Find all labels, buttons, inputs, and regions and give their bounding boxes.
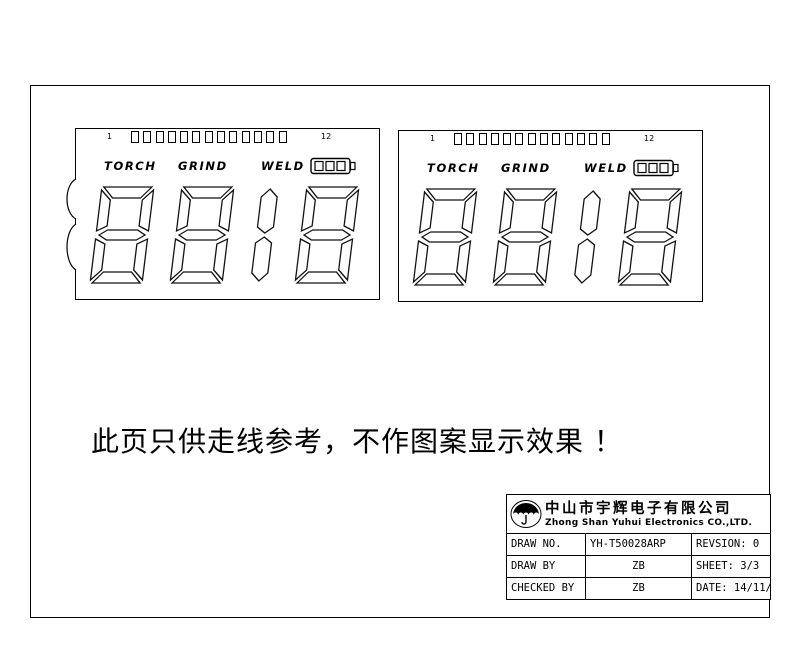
draw-no-label: DRAW NO. (507, 533, 585, 555)
pin-tick-marks (454, 133, 610, 145)
torch-label: TORCH (104, 159, 157, 173)
date-value: DATE: 14/11/2020 (691, 577, 770, 599)
title-block: 中山市宇辉电子有限公司 Zhong Shan Yuhui Electronics… (506, 494, 771, 600)
revision-value: REVSION: 0 (691, 533, 770, 555)
lcd-labels-row: TORCH GRIND WELD (399, 159, 702, 177)
pin-tick-marks (131, 131, 287, 143)
title-block-table: DRAW NO. YH-T50028ARP REVSION: 0 DRAW BY… (507, 533, 770, 599)
company-logo-umbrella-icon (510, 500, 542, 528)
seven-segment-digits (412, 187, 699, 287)
company-name: 中山市宇辉电子有限公司 Zhong Shan Yuhui Electronics… (545, 500, 767, 529)
pin-number-last: 12 (644, 134, 655, 143)
draw-by-label: DRAW BY (507, 555, 585, 577)
pin-number-first: 1 (107, 132, 113, 141)
drawing-frame-border: 1 12 TORCH GRIND WELD 1 12 TORCH (30, 85, 771, 618)
reference-note: 此页只供走线参考，不作图案显示效果 ！ (91, 425, 623, 458)
torch-label: TORCH (427, 161, 480, 175)
lcd-panel-right: 1 12 TORCH GRIND WELD (398, 130, 703, 302)
seven-segment-digit (89, 185, 155, 285)
seven-segment-digits (89, 185, 376, 285)
seven-segment-digit (412, 187, 478, 287)
lcd-panel-left: 1 12 TORCH GRIND WELD (66, 128, 380, 300)
weld-label: WELD (584, 161, 628, 175)
seven-segment-digit (617, 187, 683, 287)
grind-label: GRIND (501, 161, 551, 175)
seven-segment-digit (492, 187, 558, 287)
seven-segment-digit (574, 187, 601, 287)
seven-segment-digit (169, 185, 235, 285)
panel-edge-tab-top-icon (66, 178, 77, 220)
pin-number-last: 12 (321, 132, 332, 141)
company-name-chinese: 中山市宇辉电子有限公司 (545, 500, 732, 517)
checked-by-value: ZB (585, 577, 691, 599)
battery-icon (310, 157, 356, 179)
draw-by-value: ZB (585, 555, 691, 577)
draw-no-value: YH-T50028ARP (585, 533, 691, 555)
grind-label: GRIND (178, 159, 228, 173)
checked-by-label: CHECKED BY (507, 577, 585, 599)
sheet-value: SHEET: 3/3 (691, 555, 770, 577)
battery-icon (633, 159, 679, 181)
panel-edge-tab-bottom-icon (66, 223, 77, 271)
weld-label: WELD (261, 159, 305, 173)
seven-segment-digit (294, 185, 360, 285)
seven-segment-digit (251, 185, 278, 285)
lcd-labels-row: TORCH GRIND WELD (76, 157, 379, 175)
company-name-english: Zhong Shan Yuhui Electronics CO.,LTD. (545, 517, 753, 528)
title-block-header: 中山市宇辉电子有限公司 Zhong Shan Yuhui Electronics… (507, 495, 770, 533)
pin-number-first: 1 (430, 134, 436, 143)
